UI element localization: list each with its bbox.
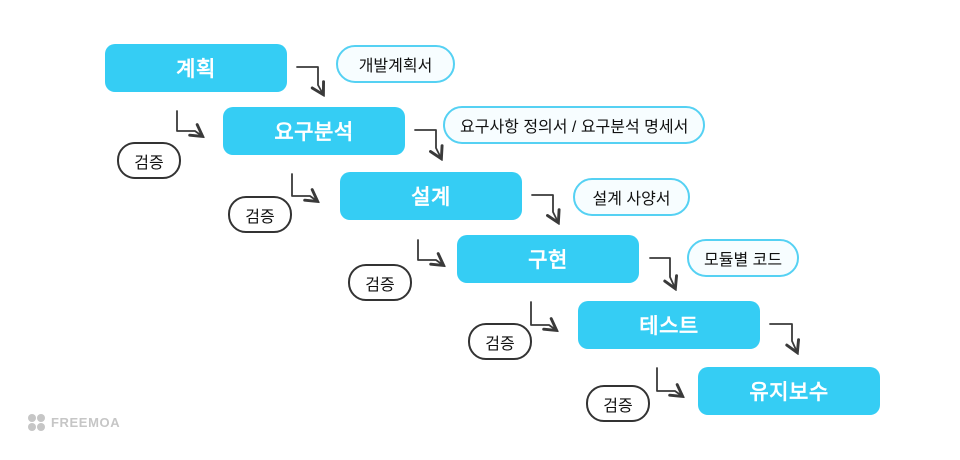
stage-box-maintenance: 유지보수 [698,367,880,415]
verify-bubble-requirements: 검증 [117,142,181,179]
forward-arrow-5 [769,323,797,352]
verify-bubble-design: 검증 [228,196,292,233]
clover-petal [28,414,36,422]
verify-bubble-implementation: 검증 [348,264,412,301]
feedback-arrow-4 [530,301,556,330]
freemoa-brand-text: FREEMOA [51,415,121,430]
clover-petal [37,414,45,422]
forward-arrow-4 [649,257,675,288]
clover-petal [28,423,36,431]
verify-bubble-test: 검증 [468,323,532,360]
forward-arrow-3 [531,194,558,222]
feedback-arrow-1 [176,110,202,136]
stage-box-plan: 계획 [105,44,287,92]
freemoa-watermark: FREEMOA [28,414,120,431]
stage-box-test: 테스트 [578,301,760,349]
forward-arrow-2 [414,129,441,158]
stage-box-design: 설계 [340,172,522,220]
clover-petal [37,423,45,431]
feedback-arrow-3 [417,239,443,265]
freemoa-logo-icon [28,414,45,431]
deliverable-pill-implementation: 모듈별 코드 [687,239,800,277]
stage-box-implementation: 구현 [457,235,639,283]
forward-arrow-1 [296,66,323,94]
feedback-arrow-5 [656,367,682,396]
deliverable-pill-requirements: 요구사항 정의서 / 요구분석 명세서 [443,106,706,144]
deliverable-pill-design: 설계 사양서 [573,178,690,216]
deliverable-pill-plan: 개발계획서 [336,45,455,83]
feedback-arrow-2 [291,173,317,201]
stage-box-requirements: 요구분석 [223,107,405,155]
verify-bubble-maintenance: 검증 [586,385,650,422]
